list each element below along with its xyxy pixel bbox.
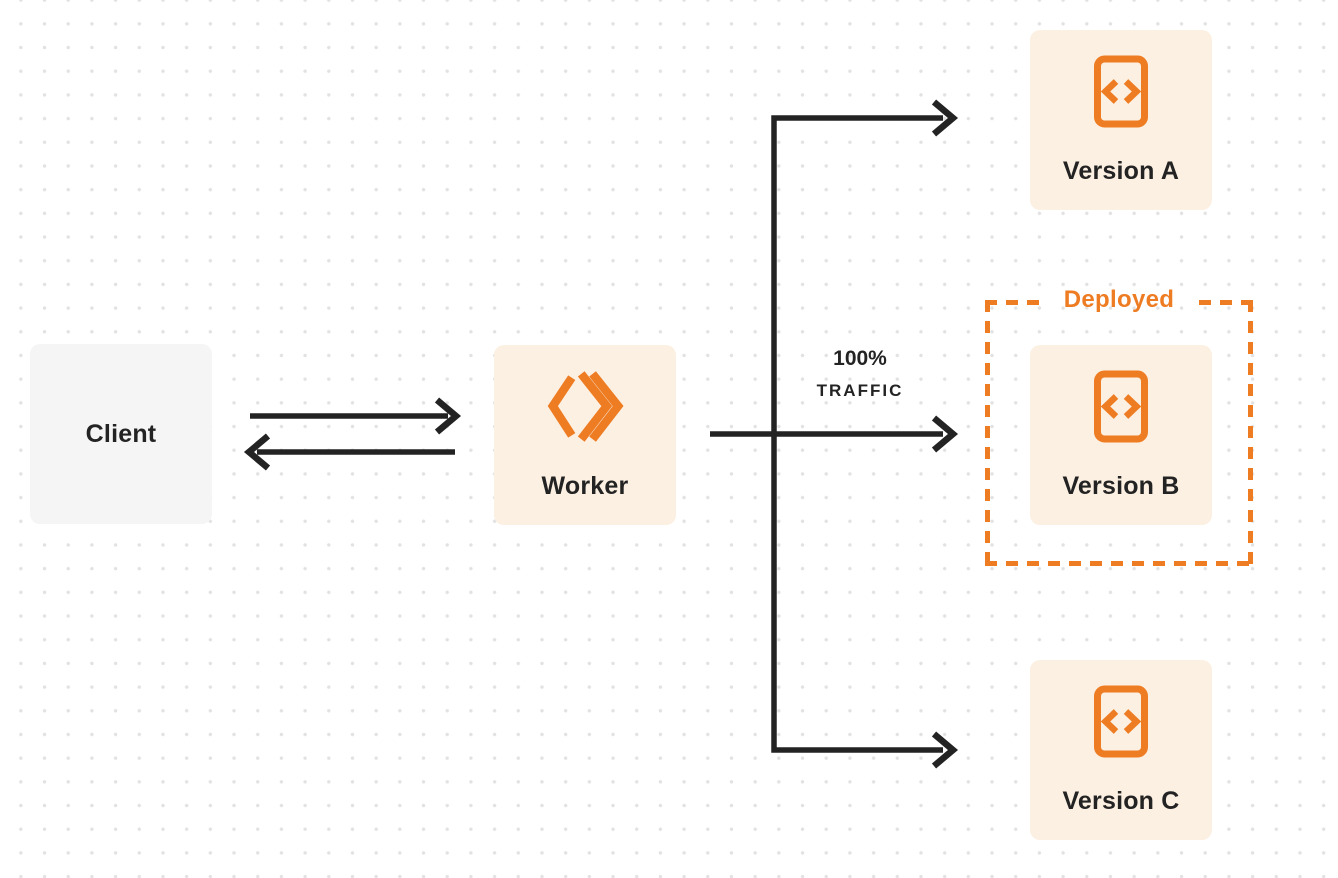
arrowhead-to-version-a — [931, 99, 959, 137]
traffic-word: TRAFFIC — [816, 381, 904, 400]
worker-node: Worker — [494, 345, 676, 525]
version-a-node: Version A — [1030, 30, 1212, 210]
code-file-icon — [1094, 685, 1148, 758]
version-c-node: Version C — [1030, 660, 1212, 840]
code-file-icon — [1094, 370, 1148, 443]
distributor-line — [771, 115, 943, 753]
deployed-border-bottom — [985, 561, 1253, 566]
deployed-border-left — [985, 300, 990, 566]
version-a-label: Version A — [1062, 157, 1180, 185]
client-label: Client — [85, 419, 157, 448]
deployed-border-right — [1248, 300, 1253, 566]
worker-label: Worker — [541, 472, 629, 500]
code-file-icon — [1094, 55, 1148, 128]
deployed-group-outline: Deployed — [985, 286, 1253, 566]
deployed-label: Deployed — [1063, 286, 1175, 313]
deployed-border-top-left — [985, 300, 1047, 305]
version-c-label: Version C — [1062, 787, 1180, 815]
version-b-node: Version B — [1030, 345, 1212, 525]
cloudflare-workers-icon — [547, 371, 624, 442]
client-node: Client — [30, 344, 212, 524]
deployed-border-top-right — [1199, 300, 1253, 305]
traffic-percent: 100% — [833, 347, 887, 370]
traffic-label: 100% TRAFFIC — [770, 347, 950, 401]
version-b-label: Version B — [1062, 472, 1180, 500]
arrowhead-to-version-c — [931, 731, 959, 769]
worker-to-client-arrowhead — [243, 433, 271, 471]
arrowhead-to-version-b — [931, 415, 959, 453]
client-to-worker-arrowhead — [434, 397, 462, 435]
